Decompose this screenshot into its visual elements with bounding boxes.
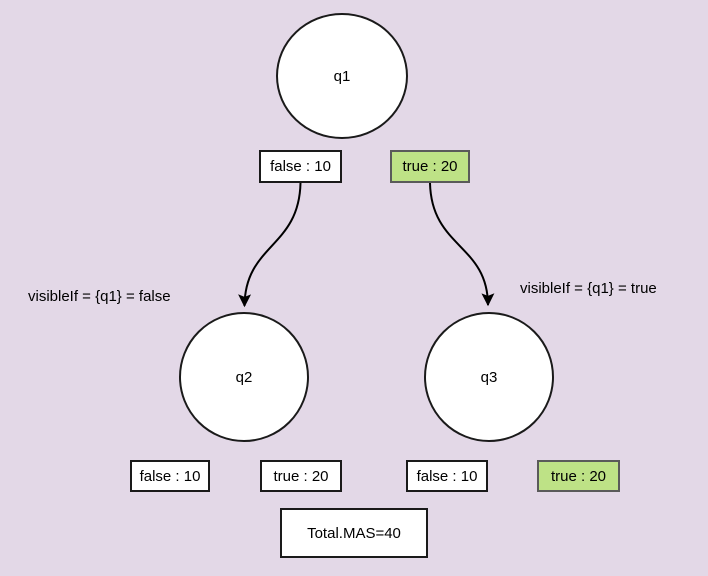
node-q3: q3 (424, 312, 554, 442)
total-label: Total.MAS=40 (307, 524, 401, 542)
value-box-q1-false: false : 10 (259, 150, 342, 183)
value-box-q3-true: true : 20 (537, 460, 620, 492)
value-box-label: false : 10 (270, 158, 331, 175)
node-q3-label: q3 (480, 368, 498, 386)
node-q2-label: q2 (235, 368, 253, 386)
value-box-label: false : 10 (139, 467, 201, 485)
arrow-false-branch (238, 182, 302, 308)
node-q1: q1 (276, 13, 408, 139)
visible-if-true-annotation: visibleIf = {q1} = true (520, 280, 657, 297)
arrow-true-branch (429, 182, 495, 307)
node-q1-label: q1 (333, 67, 351, 85)
value-box-q3-false: false : 10 (406, 460, 488, 492)
node-q2: q2 (179, 312, 309, 442)
value-box-label: true : 20 (402, 158, 458, 175)
value-box-label: false : 10 (416, 467, 478, 485)
value-box-q1-true: true : 20 (390, 150, 470, 183)
total-box: Total.MAS=40 (280, 508, 428, 558)
value-box-label: true : 20 (550, 467, 607, 485)
value-box-q2-false: false : 10 (130, 460, 210, 492)
visible-if-false-annotation: visibleIf = {q1} = false (28, 288, 171, 305)
value-box-label: true : 20 (273, 467, 329, 485)
value-box-q2-true: true : 20 (260, 460, 342, 492)
